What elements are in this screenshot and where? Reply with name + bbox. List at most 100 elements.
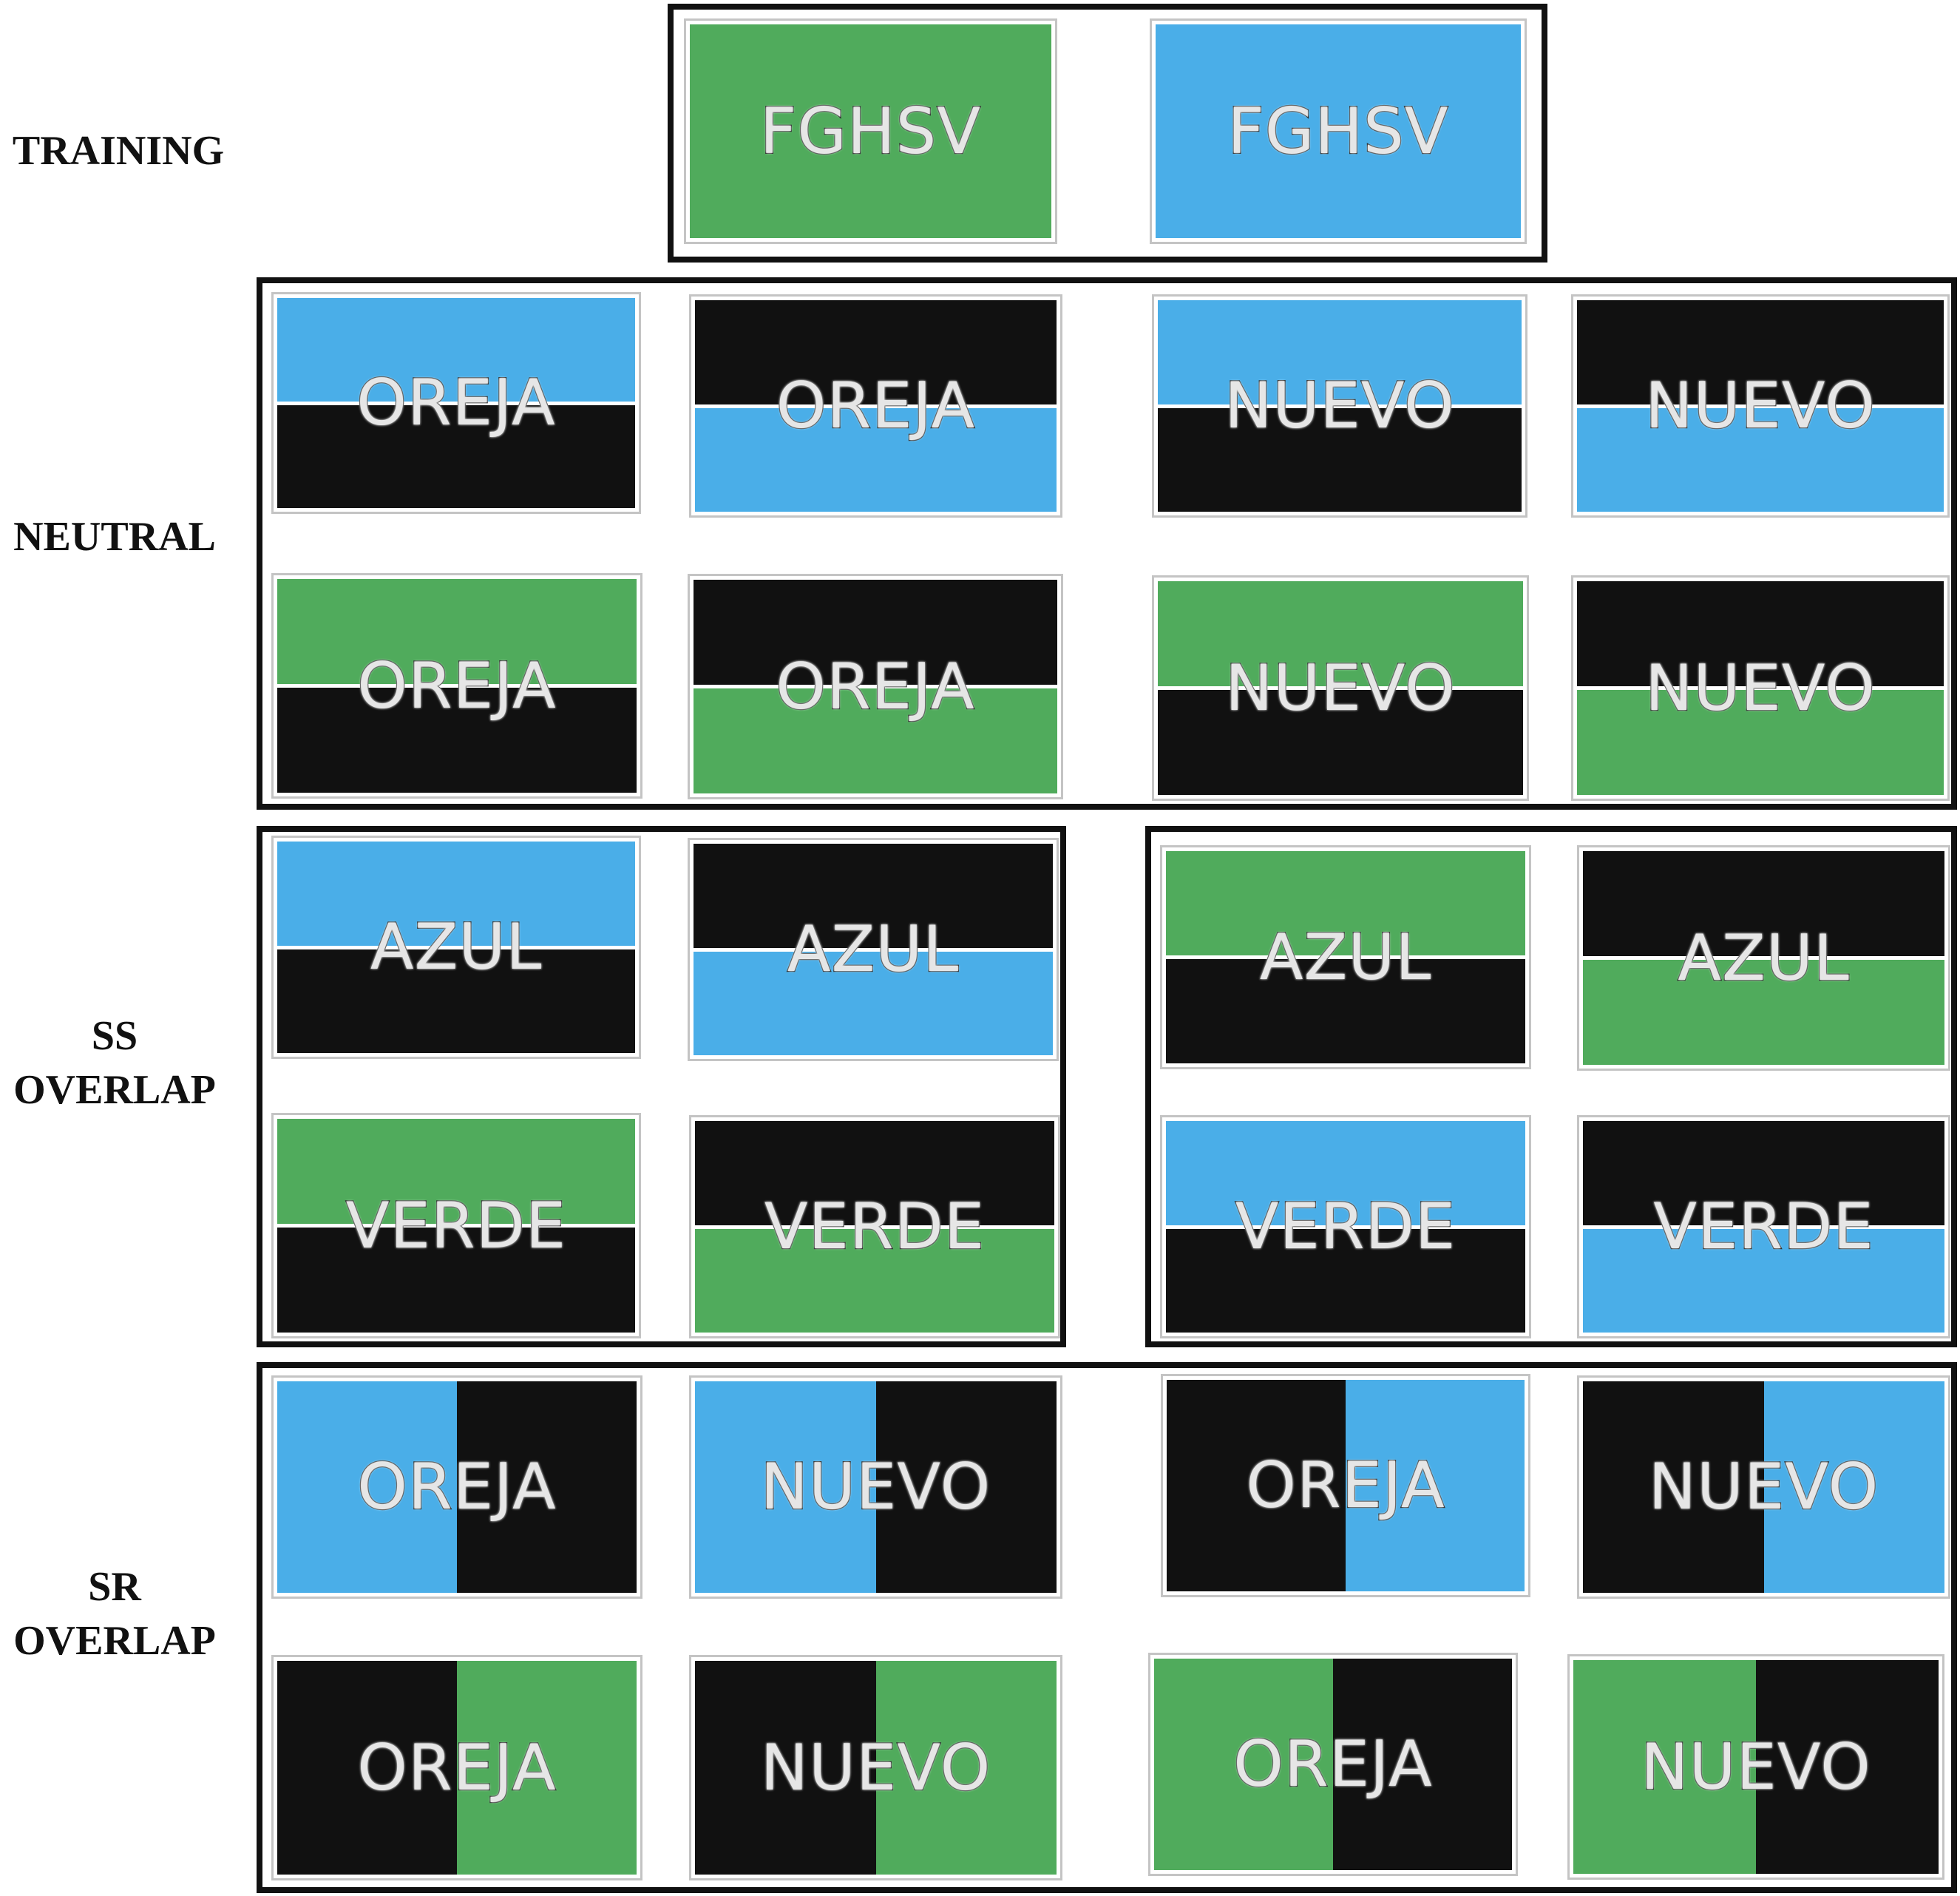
color-panel-black	[277, 945, 635, 1053]
color-panel-black	[1333, 1659, 1512, 1870]
stimulus-card-neutral-3: NUEVO	[1152, 294, 1527, 518]
stimulus-card-training-1: FGHSV	[684, 18, 1057, 244]
stimulus-word: NUEVO	[1224, 369, 1455, 443]
stimulus-word: NUEVO	[759, 1730, 991, 1805]
color-panel-green	[1158, 581, 1523, 686]
stimulus-word: VERDE	[1235, 1190, 1457, 1264]
color-panel-black	[1167, 1380, 1346, 1591]
color-panel-black	[694, 580, 1057, 685]
color-panel-black	[695, 1661, 876, 1875]
stimulus-card-sr-overlap-5: OREJA	[271, 1655, 642, 1880]
color-panel-blue	[1583, 1225, 1944, 1333]
color-panel-blue	[1156, 24, 1521, 238]
color-panel-black	[1583, 851, 1944, 956]
ss-overlap-group-left	[257, 826, 1066, 1347]
color-panel-black	[277, 1661, 457, 1875]
color-panel-green	[875, 1661, 1057, 1875]
color-panel-blue	[277, 842, 635, 946]
stimulus-word: NUEVO	[759, 1450, 991, 1524]
color-panel-black	[1583, 1121, 1944, 1225]
row-label-training: TRAINING	[12, 128, 225, 174]
color-panel-blue	[695, 1381, 876, 1593]
stimulus-word: OREJA	[356, 1450, 557, 1524]
color-panel-green	[1577, 686, 1944, 795]
stimulus-card-sr-overlap-3: OREJA	[1161, 1374, 1530, 1597]
stimulus-card-neutral-8: NUEVO	[1571, 575, 1950, 801]
color-panel-black	[694, 844, 1053, 948]
stimulus-word: OREJA	[1245, 1449, 1445, 1523]
color-panel-blue	[1166, 1121, 1525, 1225]
stimulus-word: FGHSV	[1227, 94, 1449, 169]
color-panel-black	[277, 1224, 635, 1333]
color-panel-blue	[694, 947, 1053, 1055]
ss-overlap-group-right	[1145, 826, 1957, 1347]
stimulus-card-sr-overlap-2: NUEVO	[689, 1375, 1062, 1599]
stimulus-card-sr-overlap-1: OREJA	[271, 1375, 642, 1599]
color-panel-black	[457, 1381, 637, 1593]
stimulus-card-neutral-5: OREJA	[271, 573, 642, 799]
stimulus-card-neutral-2: OREJA	[689, 294, 1062, 518]
sr-overlap-group	[257, 1362, 1957, 1893]
color-panel-green	[1583, 956, 1944, 1065]
stimulus-card-ss-overlap-5: AZUL	[1160, 845, 1531, 1069]
stimulus-word: FGHSV	[759, 94, 982, 169]
stimulus-word: VERDE	[345, 1188, 567, 1263]
stimulus-word: OREJA	[1232, 1727, 1433, 1801]
neutral-group	[257, 277, 1957, 810]
stimulus-word: AZUL	[786, 913, 960, 986]
stimulus-card-ss-overlap-6: AZUL	[1577, 845, 1950, 1071]
stimulus-word: NUEVO	[1644, 651, 1876, 725]
color-panel-black	[1166, 1225, 1525, 1333]
color-panel-black	[1756, 1660, 1939, 1874]
color-panel-blue	[1158, 300, 1522, 404]
color-panel-black	[695, 1121, 1054, 1225]
color-panel-black	[277, 401, 635, 508]
row-label-ss-overlap: SS OVERLAP	[13, 1013, 216, 1113]
color-panel-blue	[1346, 1380, 1525, 1591]
color-panel-black	[695, 300, 1057, 404]
stimulus-word: VERDE	[1652, 1190, 1874, 1264]
stimulus-card-ss-overlap-2: AZUL	[688, 838, 1059, 1061]
color-panel-black	[1583, 1381, 1764, 1593]
color-panel-blue	[277, 298, 635, 402]
color-panel-green	[1166, 851, 1525, 955]
stimulus-card-ss-overlap-3: VERDE	[271, 1113, 641, 1338]
stimulus-word: NUEVO	[1224, 651, 1456, 725]
stimulus-card-neutral-4: NUEVO	[1571, 294, 1950, 518]
stimulus-card-sr-overlap-4: NUEVO	[1577, 1375, 1950, 1599]
stimulus-word: NUEVO	[1640, 1730, 1871, 1804]
color-panel-black	[1158, 686, 1523, 795]
stimulus-card-ss-overlap-1: AZUL	[271, 836, 641, 1059]
stimulus-word: AZUL	[1258, 920, 1432, 995]
stimulus-card-sr-overlap-8: NUEVO	[1567, 1654, 1944, 1880]
row-label-neutral: NEUTRAL	[13, 514, 216, 560]
training-group	[668, 4, 1547, 263]
color-panel-green	[695, 1225, 1054, 1333]
color-panel-black	[277, 684, 637, 793]
stimulus-word: OREJA	[356, 1730, 557, 1805]
stimulus-card-neutral-7: NUEVO	[1152, 575, 1529, 801]
stimulus-word: OREJA	[356, 366, 556, 440]
stimulus-word: OREJA	[775, 649, 975, 724]
color-panel-blue	[277, 1381, 457, 1593]
color-panel-green	[277, 1119, 635, 1224]
stimulus-card-ss-overlap-7: VERDE	[1160, 1115, 1531, 1338]
stimulus-word: OREJA	[776, 369, 976, 443]
stimulus-card-training-2: FGHSV	[1150, 18, 1527, 244]
color-panel-black	[1577, 300, 1944, 404]
color-panel-green	[694, 685, 1057, 793]
stimulus-card-sr-overlap-6: NUEVO	[689, 1655, 1062, 1880]
stimulus-card-neutral-6: OREJA	[688, 574, 1063, 799]
stimulus-card-sr-overlap-7: OREJA	[1148, 1653, 1518, 1876]
color-panel-green	[1573, 1660, 1756, 1874]
color-panel-black	[1166, 955, 1525, 1063]
stimulus-word: AZUL	[1677, 921, 1850, 995]
color-panel-black	[1577, 581, 1944, 686]
color-panel-black	[875, 1381, 1057, 1593]
stimulus-card-ss-overlap-8: VERDE	[1577, 1115, 1950, 1338]
color-panel-green	[1154, 1659, 1333, 1870]
stimulus-word: VERDE	[764, 1190, 986, 1264]
row-label-sr-overlap: SR OVERLAP	[13, 1564, 216, 1664]
color-panel-blue	[1763, 1381, 1944, 1593]
color-panel-black	[1158, 404, 1522, 512]
